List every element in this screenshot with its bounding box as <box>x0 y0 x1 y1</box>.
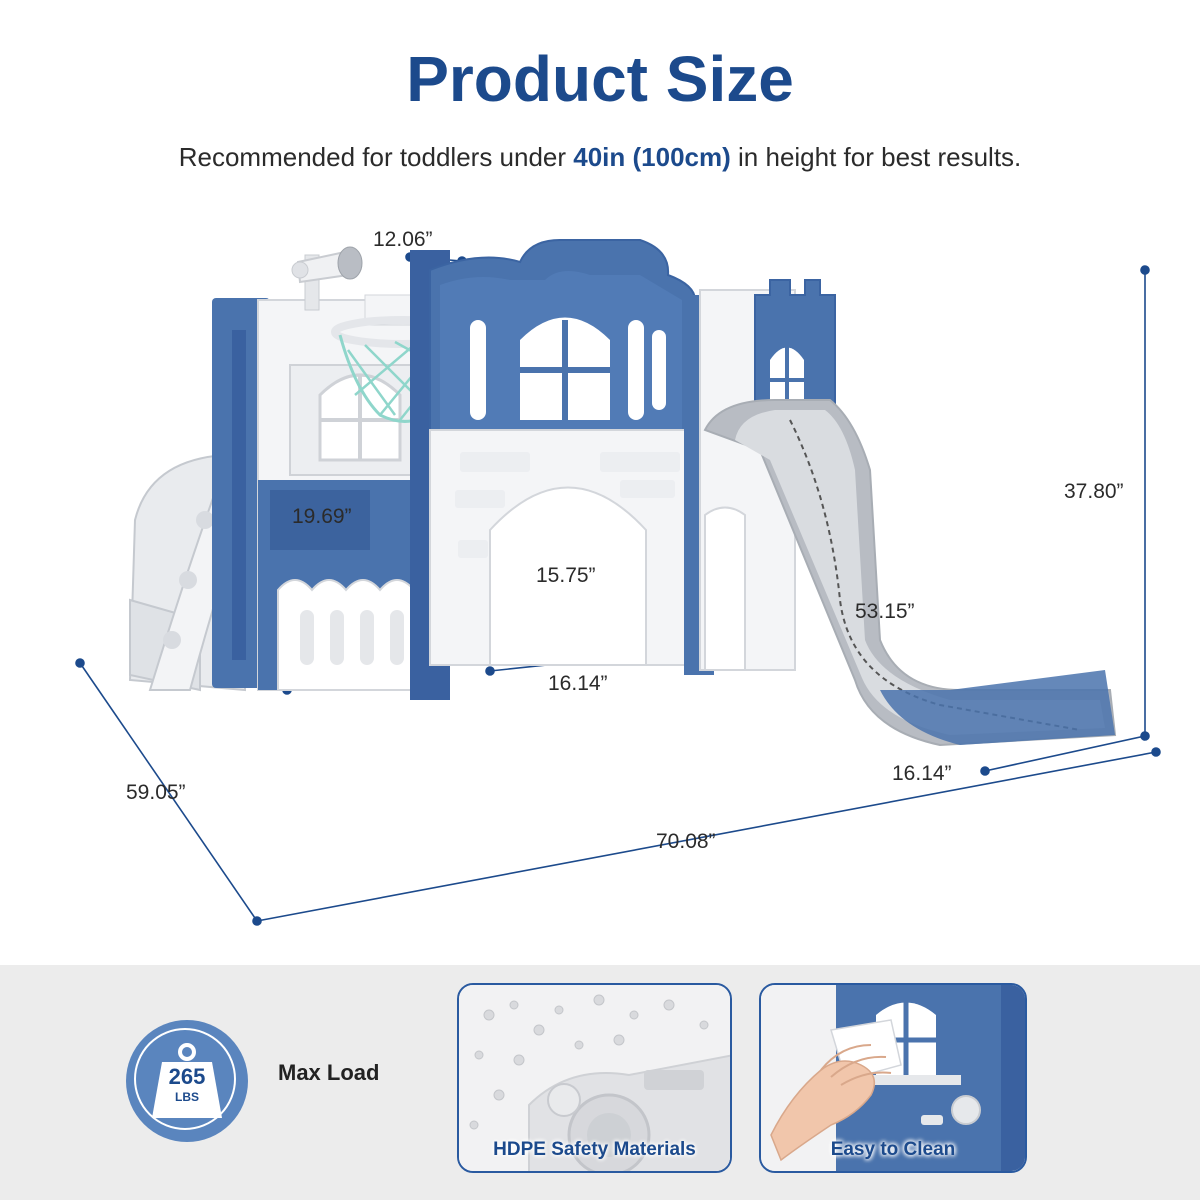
max-load-label: Max Load <box>278 1060 380 1085</box>
dim-length: 70.08” <box>656 830 716 853</box>
easy-clean-photo <box>761 985 1025 1171</box>
dim-top-depth: 12.06” <box>373 228 433 251</box>
page-title: Product Size <box>406 43 794 115</box>
dim-depth: 59.05” <box>126 781 186 804</box>
subtitle-text-start: Recommended for toddlers under <box>178 142 574 172</box>
dim-slide-length: 53.15” <box>855 600 915 623</box>
dim-arch-width: 16.14” <box>548 672 608 695</box>
max-load-unit: LBS <box>175 1090 199 1104</box>
dim-slide-width: 16.14” <box>892 762 952 785</box>
subtitle-text-end: in height for best results. <box>730 142 1022 172</box>
playset-illustration <box>75 239 1161 926</box>
dim-window-height: 19.69” <box>292 505 352 528</box>
max-load-badge: 265 LBS <box>126 1020 248 1142</box>
page-subtitle: Recommended for toddlers under 40in (100… <box>0 142 1200 173</box>
dim-total-height: 37.80” <box>1064 480 1124 503</box>
easy-clean-card: Easy to Clean <box>759 983 1027 1173</box>
hdpe-material-photo <box>459 985 730 1171</box>
easy-clean-label: Easy to Clean <box>830 1139 956 1160</box>
hdpe-material-card: HDPE Safety Materials <box>457 983 732 1173</box>
hdpe-material-label: HDPE Safety Materials <box>493 1139 696 1160</box>
subtitle-highlight: 40in (100cm) <box>573 142 731 172</box>
max-load-value: 265 <box>168 1064 206 1089</box>
weight-icon <box>152 1043 222 1118</box>
dim-arch-height: 15.75” <box>536 564 596 587</box>
